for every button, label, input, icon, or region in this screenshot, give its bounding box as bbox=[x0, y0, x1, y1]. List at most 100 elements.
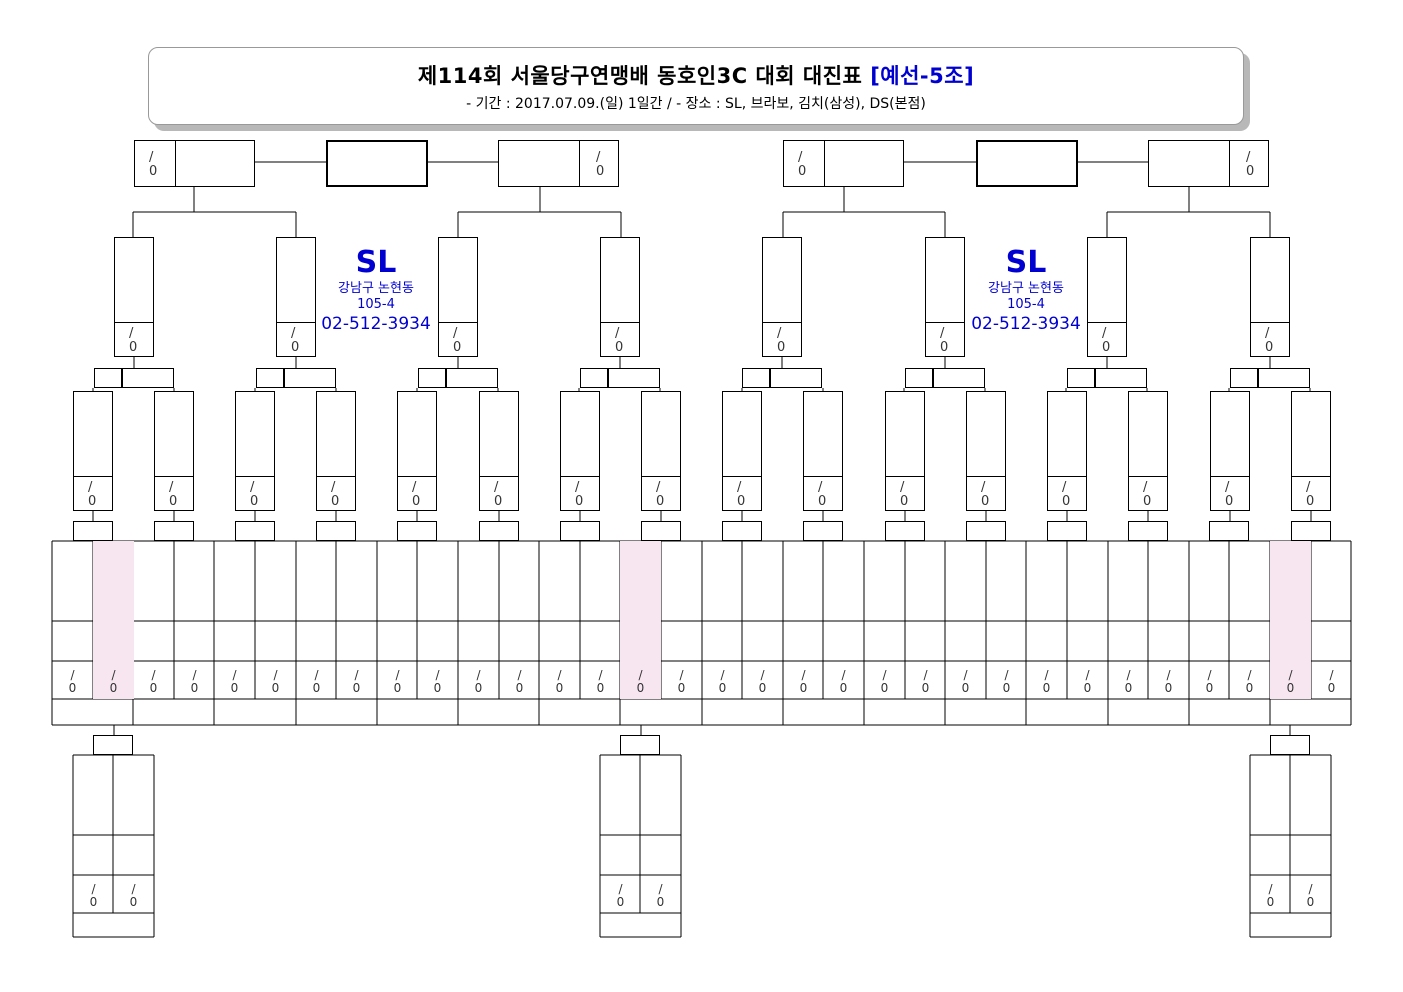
player-score: /0 bbox=[656, 882, 665, 909]
match-number-box bbox=[905, 368, 933, 388]
divider bbox=[1211, 476, 1249, 477]
quarter-player-box: /0 bbox=[803, 391, 843, 511]
player-name bbox=[336, 541, 377, 621]
final-box bbox=[976, 140, 1078, 187]
divider bbox=[398, 476, 436, 477]
player-club bbox=[174, 621, 215, 661]
player-name bbox=[783, 541, 824, 621]
score-text: /0 bbox=[575, 480, 584, 509]
score-text: /0 bbox=[777, 326, 786, 355]
game-number-box bbox=[1291, 521, 1331, 541]
match-number-box bbox=[1067, 368, 1095, 388]
player-club bbox=[640, 835, 681, 875]
divider bbox=[579, 141, 580, 186]
player-club bbox=[458, 621, 499, 661]
player-score: /0 bbox=[149, 668, 158, 695]
game-number-box bbox=[885, 521, 925, 541]
player-score: /0 bbox=[555, 668, 564, 695]
player-club bbox=[986, 621, 1027, 661]
quarter-player-box: /0 bbox=[154, 391, 194, 511]
player-name bbox=[113, 755, 154, 835]
quarter-player-box: /0 bbox=[397, 391, 437, 511]
player-name bbox=[1067, 541, 1108, 621]
player-club bbox=[823, 621, 864, 661]
player-score: /0 bbox=[1205, 668, 1214, 695]
player-club bbox=[620, 621, 661, 661]
final-side-box: /0 bbox=[1148, 140, 1269, 187]
player-club bbox=[1026, 621, 1067, 661]
player-score: /0 bbox=[1306, 882, 1315, 909]
player-name bbox=[417, 541, 458, 621]
player-name bbox=[377, 541, 418, 621]
game-number-box bbox=[235, 521, 275, 541]
venue-name: SL bbox=[355, 245, 397, 280]
semi-player-box: /0 bbox=[276, 237, 316, 357]
score-text: /0 bbox=[798, 150, 807, 179]
player-club bbox=[945, 621, 986, 661]
player-name bbox=[742, 541, 783, 621]
player-club bbox=[255, 621, 296, 661]
player-name bbox=[1311, 541, 1352, 621]
game-number-box bbox=[1128, 521, 1168, 541]
page-title: 제114회 서울당구연맹배 동호인3C 대회 대진표 [예선-5조] bbox=[149, 60, 1243, 90]
divider bbox=[277, 322, 315, 323]
divider bbox=[763, 322, 801, 323]
player-club bbox=[336, 621, 377, 661]
divider bbox=[1292, 476, 1330, 477]
player-score: /0 bbox=[1270, 661, 1311, 699]
player-name bbox=[93, 541, 134, 621]
quarter-player-box: /0 bbox=[885, 391, 925, 511]
player-name bbox=[986, 541, 1027, 621]
score-text: /0 bbox=[250, 480, 259, 509]
quarter-player-box: /0 bbox=[73, 391, 113, 511]
player-score: /0 bbox=[1266, 882, 1275, 909]
match-number-box bbox=[580, 368, 608, 388]
player-club bbox=[214, 621, 255, 661]
player-name bbox=[600, 755, 641, 835]
divider bbox=[1129, 476, 1167, 477]
score-text: /0 bbox=[1246, 150, 1255, 179]
player-score: /0 bbox=[1083, 668, 1092, 695]
match-time-box bbox=[446, 368, 498, 388]
score-text: /0 bbox=[129, 326, 138, 355]
player-score: /0 bbox=[1002, 668, 1011, 695]
player-name bbox=[864, 541, 905, 621]
score-text: /0 bbox=[494, 480, 503, 509]
venue-phone: 02-512-3934 bbox=[321, 314, 431, 334]
match-time-box bbox=[933, 368, 985, 388]
semi-player-box: /0 bbox=[1250, 237, 1290, 357]
score-text: /0 bbox=[1143, 480, 1152, 509]
game-number-box bbox=[93, 735, 133, 755]
venue-address: 강남구 논현동 bbox=[338, 281, 414, 296]
game-number-box bbox=[479, 521, 519, 541]
player-name bbox=[702, 541, 743, 621]
match-time-box bbox=[608, 368, 660, 388]
player-score: /0 bbox=[312, 668, 321, 695]
player-name bbox=[1189, 541, 1230, 621]
player-name bbox=[1290, 755, 1331, 835]
divider bbox=[155, 476, 193, 477]
score-text: /0 bbox=[940, 326, 949, 355]
player-club bbox=[1290, 835, 1331, 875]
player-score: /0 bbox=[129, 882, 138, 909]
player-club bbox=[296, 621, 337, 661]
player-name bbox=[640, 755, 681, 835]
player-club bbox=[600, 835, 641, 875]
player-score: /0 bbox=[677, 668, 686, 695]
player-name bbox=[1026, 541, 1067, 621]
player-score: /0 bbox=[190, 668, 199, 695]
semi-player-box: /0 bbox=[1087, 237, 1127, 357]
title-box: 제114회 서울당구연맹배 동호인3C 대회 대진표 [예선-5조] - 기간 … bbox=[148, 47, 1244, 125]
player-club bbox=[580, 621, 621, 661]
divider bbox=[175, 141, 176, 186]
player-name bbox=[52, 541, 93, 621]
player-club bbox=[905, 621, 946, 661]
match-number-box bbox=[94, 368, 122, 388]
player-club bbox=[133, 621, 174, 661]
divider bbox=[601, 322, 639, 323]
title-text: 제114회 서울당구연맹배 동호인3C 대회 대진표 bbox=[417, 64, 863, 88]
score-text: /0 bbox=[737, 480, 746, 509]
player-name bbox=[1229, 541, 1270, 621]
venue-address: 강남구 논현동 bbox=[988, 281, 1064, 296]
